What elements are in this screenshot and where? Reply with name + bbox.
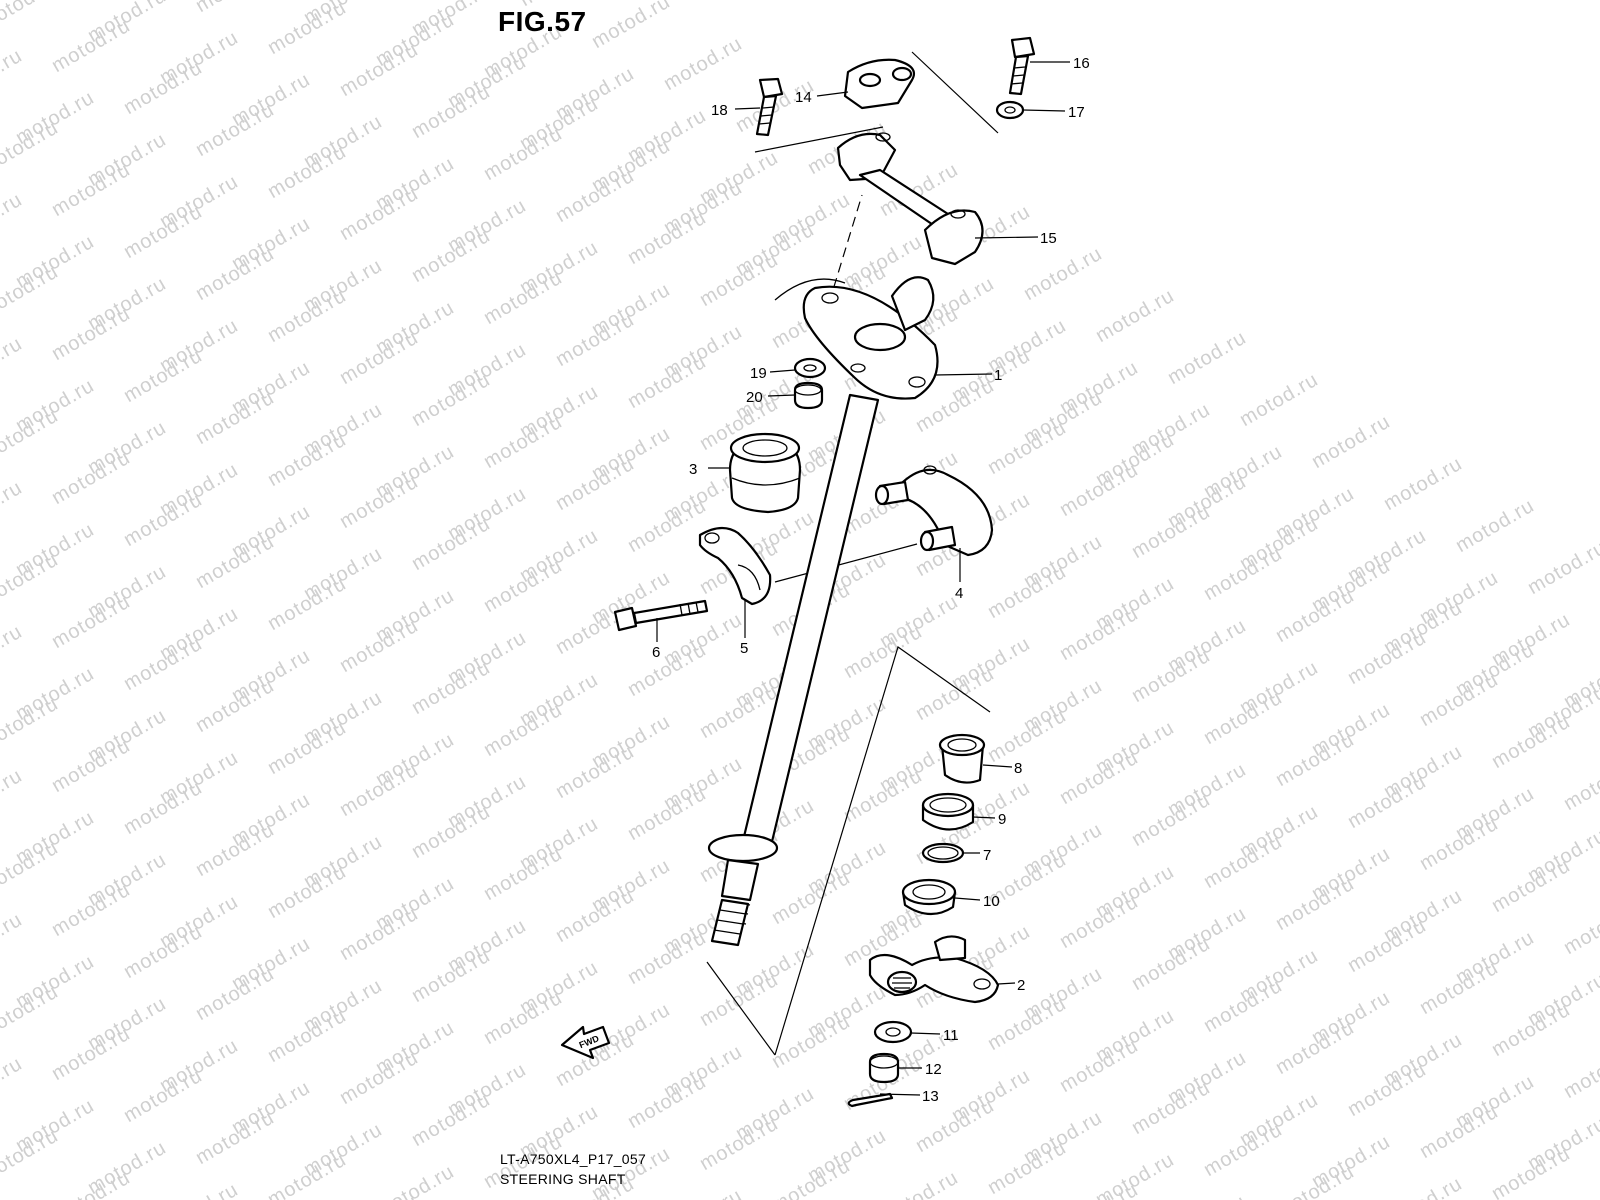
part-5-shaft-holder [698,526,772,606]
callout-4: 4 [955,585,963,602]
part-2-lower-arm [868,935,1000,1004]
model-code: LT-A750XL4_P17_057 [500,1151,647,1167]
part-20-nut [793,381,824,410]
part-18-bolt [755,77,784,137]
callout-13: 13 [922,1088,939,1105]
part-8-bushing [938,733,986,784]
part-14-handlebar-holder-upper [843,58,916,110]
figure-title: FIG.57 [498,6,587,37]
callout-numbers: 1 2 3 4 5 6 7 8 9 10 11 12 13 14 15 16 1… [652,55,1090,1105]
callout-12: 12 [925,1061,942,1078]
part-11-washer [873,1020,913,1044]
part-15-handlebar-holder-lower [836,132,984,266]
callout-18: 18 [711,102,728,119]
fwd-arrow-icon: FWD [560,1025,611,1060]
part-16-bolt [1008,36,1036,96]
part-4-shaft-holder [874,465,994,557]
callout-11: 11 [943,1027,959,1044]
part-1-upper-bracket [774,276,939,400]
part-3-bushing [728,432,802,514]
part-13-cotter-pin [847,1092,894,1108]
steering-shaft [707,393,880,947]
callout-16: 16 [1073,55,1090,72]
callout-20: 20 [746,389,763,406]
callout-17: 17 [1068,104,1085,121]
section-title: STEERING SHAFT [500,1171,626,1187]
guide-lines [706,51,999,1056]
callout-9: 9 [998,811,1006,828]
part-12-nut [868,1052,900,1084]
part-9-bearing [921,792,975,831]
callout-10: 10 [983,893,1000,910]
callout-19: 19 [750,365,767,382]
callout-15: 15 [1040,230,1057,247]
part-6-long-bolt [613,599,709,632]
part-7-o-ring [921,842,965,864]
callout-14: 14 [795,89,812,106]
callout-2: 2 [1017,977,1025,994]
part-17-washer [995,100,1025,120]
callout-7: 7 [983,847,991,864]
part-19-washer [793,357,827,379]
callout-6: 6 [652,644,660,661]
callout-leaders [656,61,1070,1096]
callout-3: 3 [689,461,697,478]
callout-5: 5 [740,640,748,657]
part-10-oil-seal [901,878,957,916]
callout-8: 8 [1014,760,1022,777]
callout-1: 1 [994,367,1002,384]
